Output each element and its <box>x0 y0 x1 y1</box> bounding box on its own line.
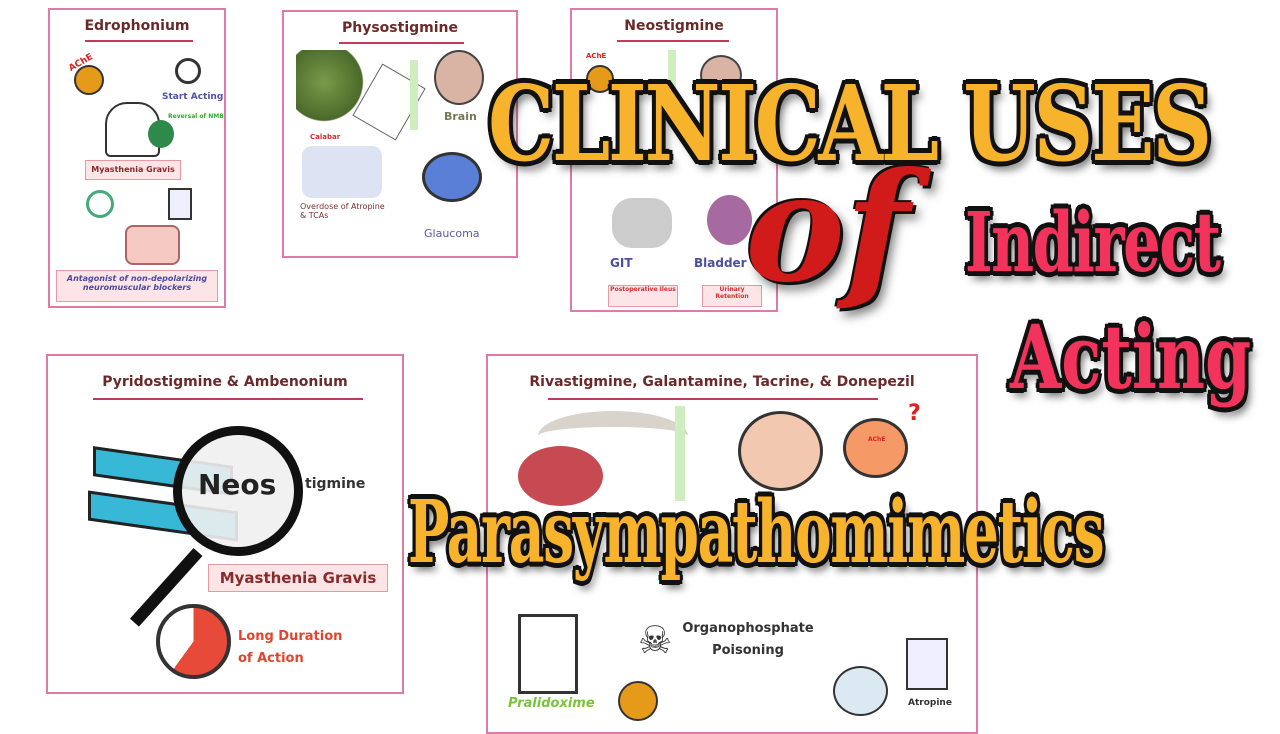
eye-glaucoma-icon <box>422 152 482 202</box>
arm-illustration <box>125 225 180 265</box>
magnified-text: Neos <box>198 468 277 501</box>
neostigmine-card: Neostigmine AChE GIT Bladder Postoperati… <box>570 8 778 312</box>
antagonist-box: Antagonist of non-depolarizing neuromusc… <box>56 270 218 302</box>
pyridostigmine-card: Pyridostigmine & Ambenonium Neos tigmine… <box>46 354 404 694</box>
magnifier-icon <box>86 190 114 218</box>
brain-icon <box>738 411 823 491</box>
bbb-barrier <box>410 60 418 130</box>
brain-icon-2 <box>833 666 888 716</box>
reversal-note: Reversal of NMB <box>168 113 224 120</box>
ileus-box: Postoperative Ileus <box>608 285 678 307</box>
stopwatch-icon <box>175 58 201 84</box>
brain-icon <box>700 55 742 95</box>
calabar-plant-illustration <box>296 50 366 130</box>
retention-box: Urinary Retention <box>702 285 762 307</box>
myasthenia-box: Myasthenia Gravis <box>208 564 388 592</box>
clipboard-icon <box>518 614 578 694</box>
headline-indirect: Indirect <box>965 195 1221 291</box>
brain-icon <box>434 50 484 105</box>
calabar-label: Calabar <box>308 133 343 141</box>
clipboard-icon <box>168 188 192 220</box>
headline-acting: Acting <box>1010 305 1252 409</box>
card-title: Physostigmine <box>342 20 458 36</box>
headline-parasympathomimetics: Parasympathomimetics <box>408 482 1105 583</box>
intestine-icon <box>612 198 672 248</box>
card-title: Edrophonium <box>84 18 190 34</box>
duration-label: Long Duration of Action <box>238 629 343 666</box>
git-label: GIT <box>610 256 633 270</box>
headline-clinical-uses: CLINICAL USES <box>488 62 1212 185</box>
organophosphate-label: Organophosphate Poisoning <box>682 621 814 658</box>
brain-ache-icon <box>843 418 908 478</box>
bbb-barrier <box>668 50 676 90</box>
ache-enzyme-icon <box>618 681 658 721</box>
overdose-illustration <box>302 146 382 198</box>
title-underline <box>85 40 193 42</box>
title-underline <box>93 398 363 400</box>
physostigmine-card: Physostigmine Brain Calabar Overdose of … <box>282 10 518 258</box>
ache-label: AChE <box>586 52 607 60</box>
rivastigmine-card: Rivastigmine, Galantamine, Tacrine, & Do… <box>486 354 978 734</box>
drug-name-rest: tigmine <box>305 476 366 492</box>
atropine-label: Atropine <box>908 698 952 708</box>
shield-icon <box>148 120 174 148</box>
ache-label: AChE <box>868 436 886 443</box>
overdose-label: Overdose of Atropine & TCAs <box>300 202 385 220</box>
ache-enzyme-icon <box>74 65 104 95</box>
ache-enzyme-icon <box>586 65 614 93</box>
title-underline <box>548 398 878 400</box>
title-underline <box>339 42 464 44</box>
glaucoma-label: Glaucoma <box>424 227 480 240</box>
headline-of: of <box>745 140 910 316</box>
bbb-barrier <box>675 406 685 501</box>
card-title: Neostigmine <box>624 18 724 34</box>
start-acting-label: Start Acting <box>162 92 224 102</box>
myasthenia-box: Myasthenia Gravis <box>85 160 181 180</box>
bladder-icon <box>707 195 752 245</box>
edrophonium-card: Edrophonium AChE Start Acting Reversal o… <box>48 8 226 308</box>
title-underline <box>617 40 729 42</box>
atropine-clipboard-icon <box>906 638 948 690</box>
card-title: Rivastigmine, Galantamine, Tacrine, & Do… <box>529 374 915 390</box>
bladder-label: Bladder <box>694 256 747 270</box>
liver-icon <box>518 446 603 506</box>
stopwatch-icon <box>156 604 231 679</box>
arrow-illustration <box>538 411 688 461</box>
pralidoxime-label: Pralidoxime <box>508 696 595 711</box>
brain-label: Brain <box>444 110 477 123</box>
card-title: Pyridostigmine & Ambenonium <box>102 374 348 390</box>
magnifying-glass-icon <box>173 426 303 556</box>
question-mark: ? <box>908 401 921 426</box>
skull-crossbones-icon: ☠ <box>638 618 673 662</box>
